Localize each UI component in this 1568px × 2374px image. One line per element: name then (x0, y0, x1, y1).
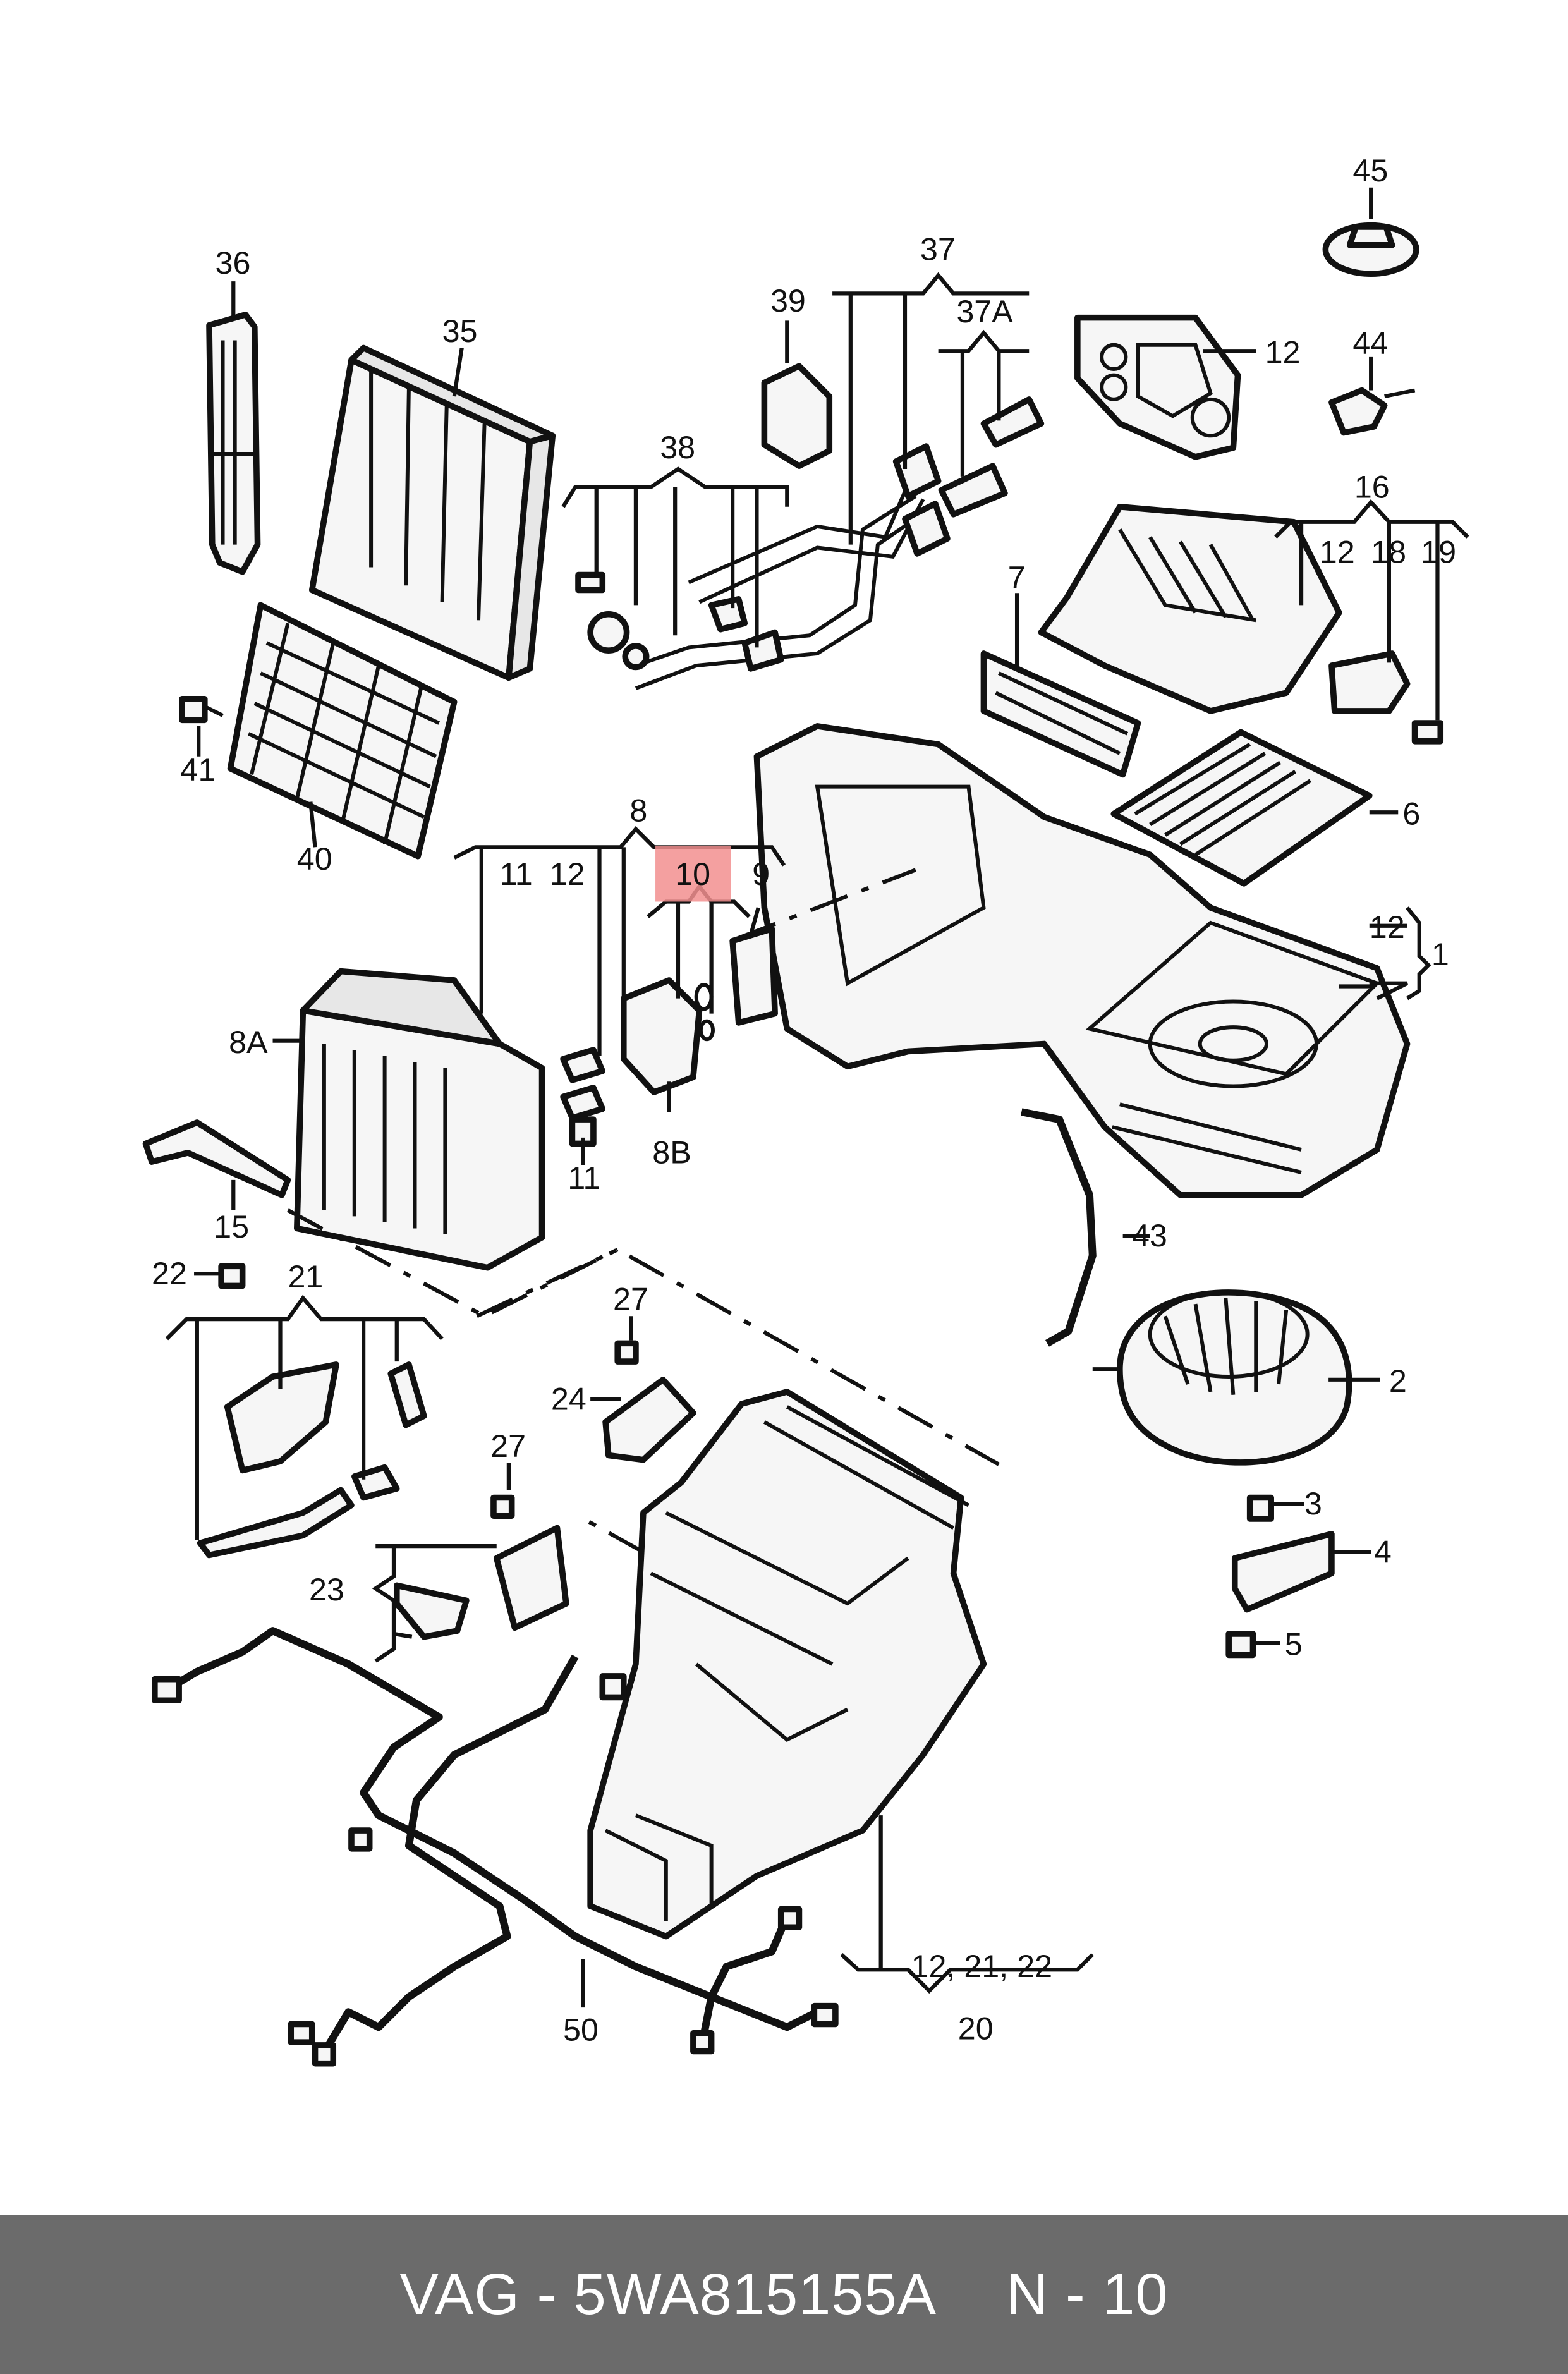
callout-8b: 8B (652, 1135, 691, 1171)
part-illustrations (142, 222, 1444, 2067)
callout-38: 38 (660, 430, 695, 465)
callout-12-housing: 12 (1320, 534, 1355, 569)
callout-15: 15 (214, 1209, 249, 1245)
parts-diagram: 36 35 39 37 37A 38 12 45 44 16 12 18 19 … (142, 153, 1469, 2067)
pollen-filter-shape (1110, 729, 1373, 887)
callout-9: 9 (752, 856, 770, 892)
drain-hose-shape (1021, 1108, 1097, 1347)
highlight-box (655, 845, 731, 902)
callout-19: 19 (1421, 534, 1456, 569)
callout-5: 5 (1285, 1626, 1303, 1662)
callout-18: 18 (1371, 534, 1406, 569)
callout-1: 1 (1431, 937, 1449, 972)
wiring-harness-shape (162, 1627, 819, 2031)
footer-position: N - 10 (1006, 2261, 1169, 2327)
callout-10: 10 (675, 856, 710, 892)
callout-labels: 36 35 39 37 37A 38 12 45 44 16 12 18 19 … (152, 153, 1456, 2048)
refrigerant-pipe-shape (635, 494, 928, 690)
callout-45: 45 (1352, 153, 1388, 188)
callout-50: 50 (563, 2012, 599, 2048)
callout-44: 44 (1352, 326, 1388, 361)
callout-24: 24 (551, 1382, 586, 1417)
callout-4: 4 (1374, 1534, 1392, 1569)
callout-2: 2 (1389, 1363, 1407, 1399)
callout-27-mid: 27 (490, 1428, 526, 1464)
expansion-valve-shape (729, 925, 778, 1026)
callout-16: 16 (1354, 469, 1390, 504)
callout-12-evap: 12 (550, 856, 585, 892)
callout-8a: 8A (229, 1025, 268, 1060)
callout-36: 36 (216, 245, 251, 281)
lower-housing-shape (587, 1389, 987, 1940)
callout-35: 35 (442, 313, 478, 349)
footer-bar: VAG - 5WA815155A N - 10 (0, 2215, 1568, 2374)
actuator-39-shape (761, 363, 833, 469)
callout-12-blower: 12 (1370, 910, 1405, 945)
callout-3: 3 (1304, 1486, 1322, 1521)
callout-12-top: 12 (1265, 334, 1301, 370)
callout-22: 22 (152, 1256, 187, 1291)
callout-40: 40 (297, 841, 332, 877)
callout-39: 39 (770, 283, 806, 319)
callout-37a: 37A (956, 294, 1013, 329)
callout-11-top: 11 (500, 856, 533, 892)
callout-20-sub: 12, 21, 22 (911, 1949, 1053, 1984)
callout-23: 23 (309, 1572, 344, 1607)
callout-11-bottom: 11 (568, 1160, 600, 1196)
leader-lines (165, 187, 1469, 2008)
footer-part-number: VAG - 5WA815155A (399, 2261, 937, 2327)
callout-7: 7 (1008, 560, 1026, 595)
main-housing-shape (753, 723, 1411, 1198)
expansion-seal-shape (621, 977, 703, 1095)
actuator-24-shape (602, 1377, 696, 1463)
callout-20: 20 (958, 2011, 994, 2046)
callout-41: 41 (181, 752, 216, 788)
callout-27-top: 27 (613, 1282, 648, 1317)
callout-43: 43 (1132, 1218, 1167, 1253)
callout-37: 37 (920, 232, 956, 267)
evaporator-shape (294, 1007, 545, 1271)
callout-21: 21 (288, 1259, 323, 1294)
callout-8: 8 (629, 793, 647, 829)
resistor-cover-shape (1231, 1531, 1335, 1613)
callout-6: 6 (1402, 796, 1420, 831)
